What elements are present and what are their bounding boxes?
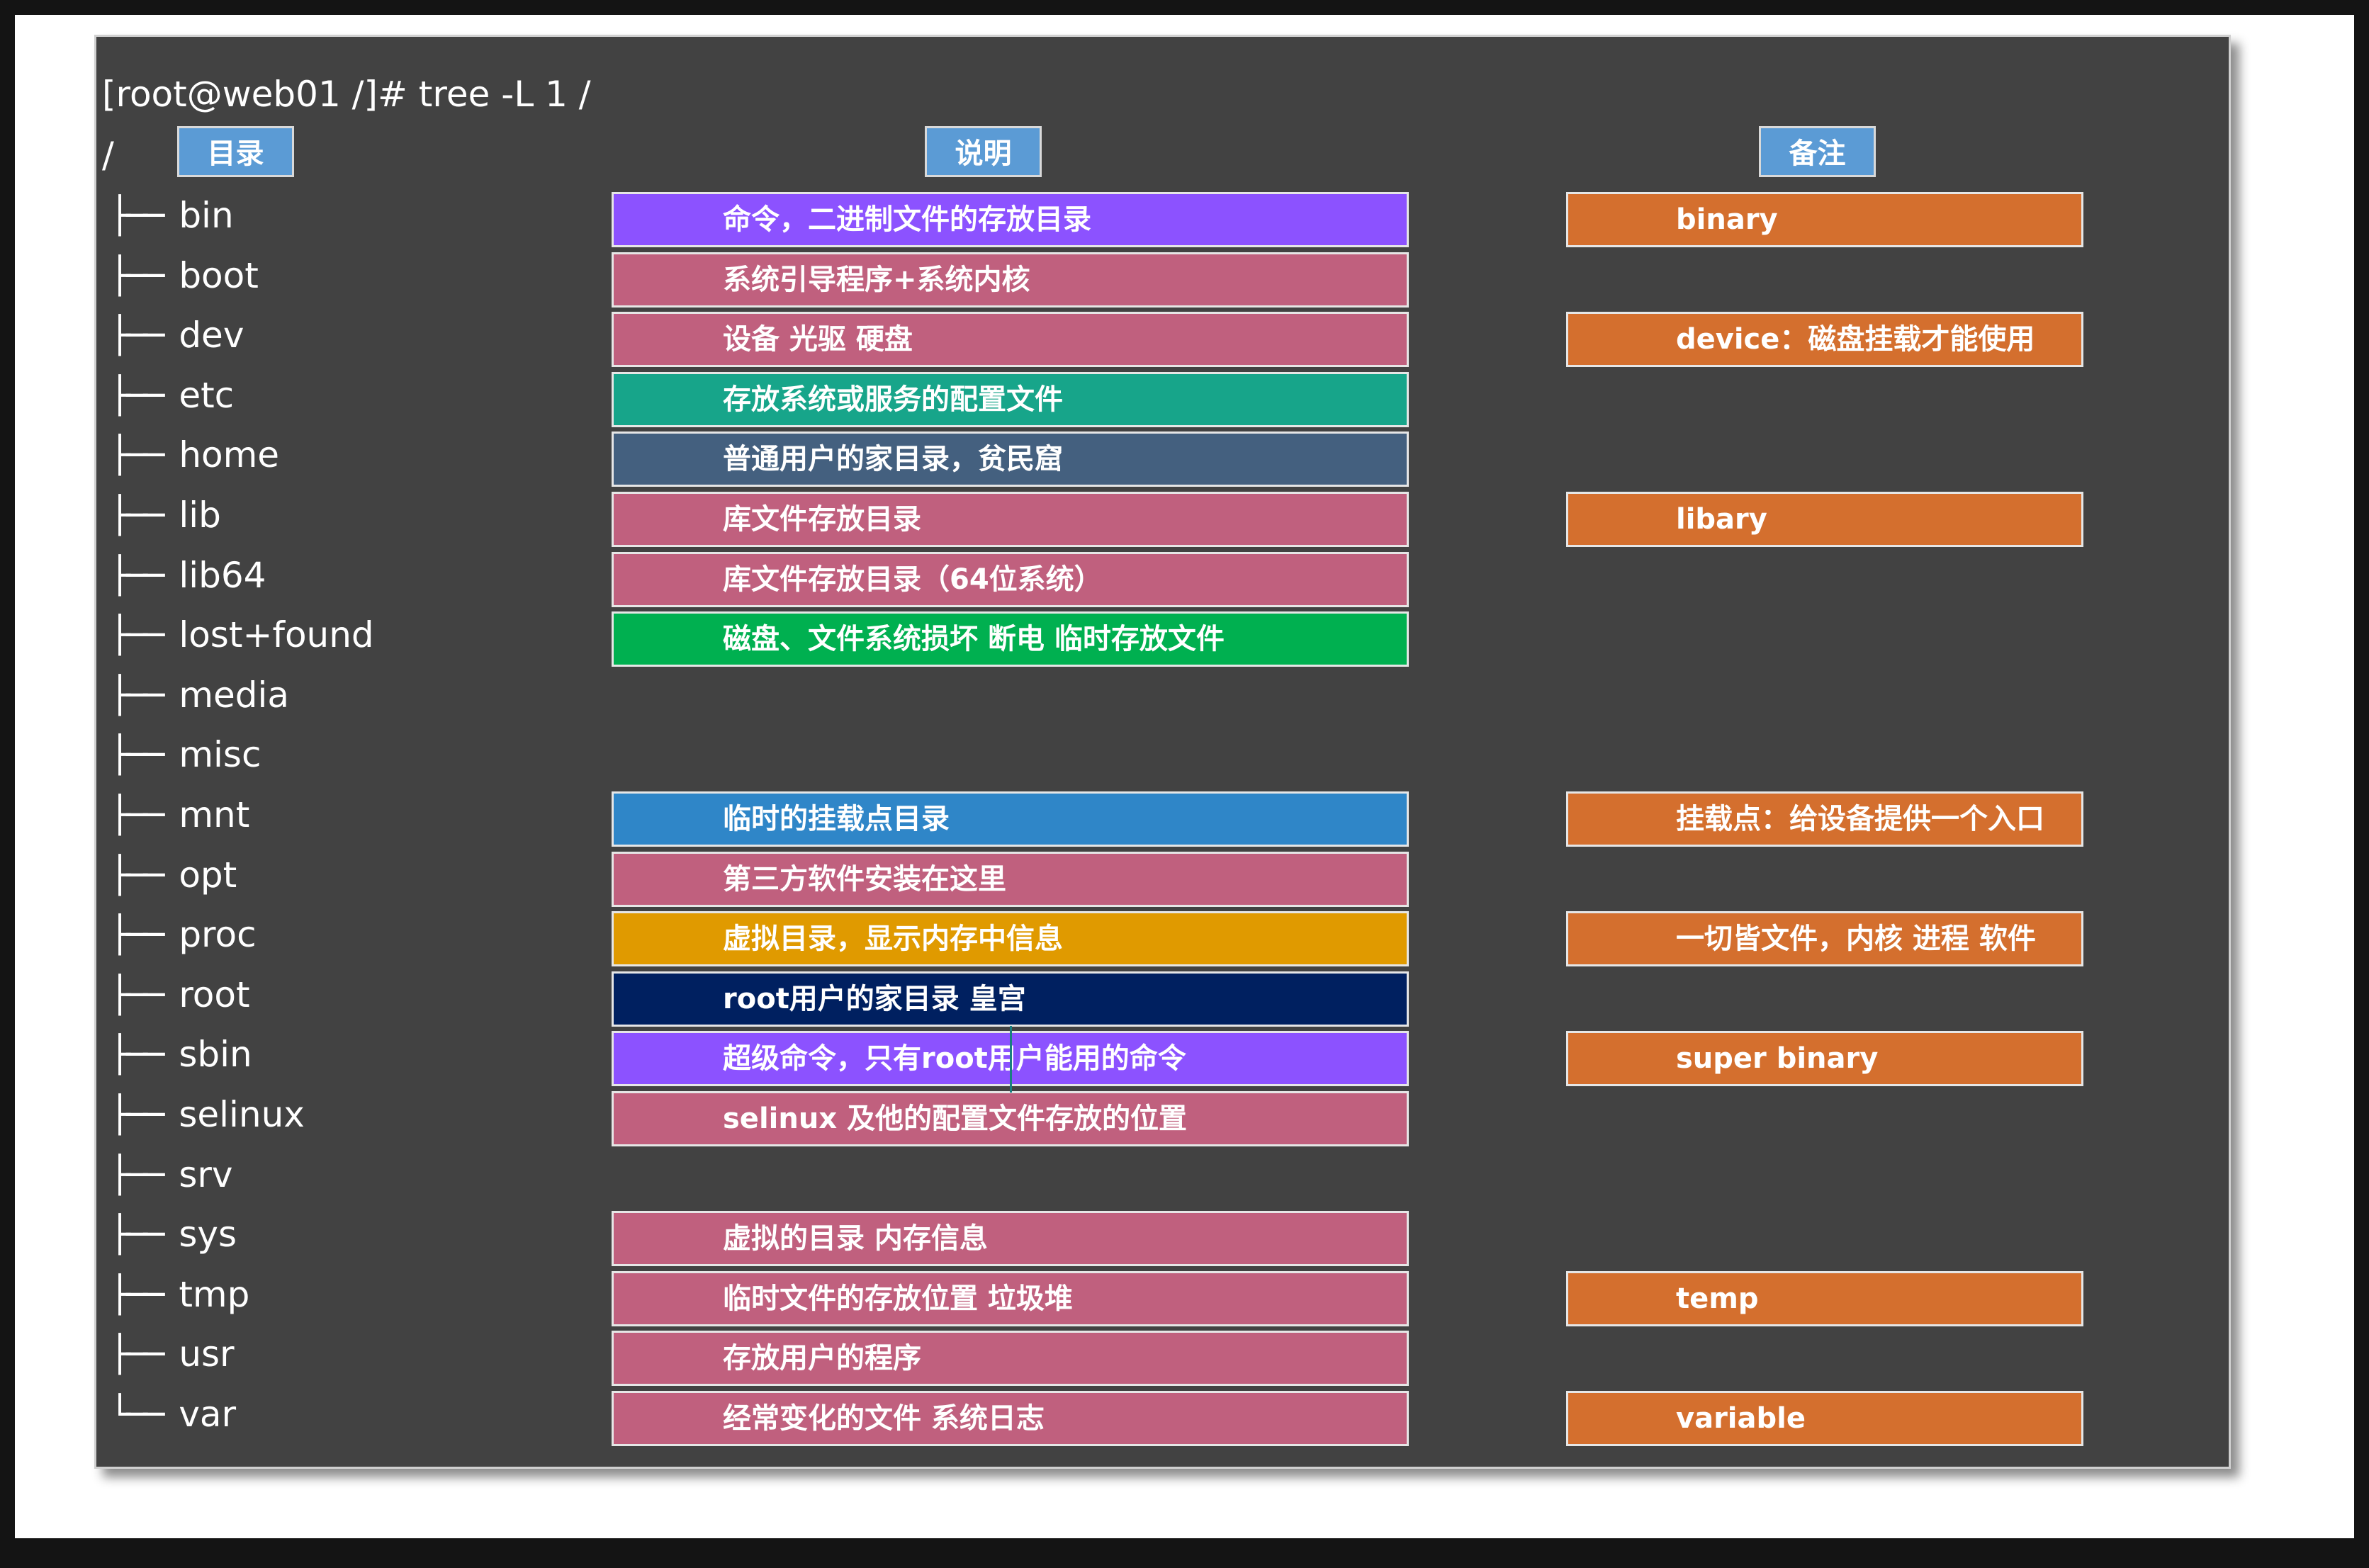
- tree-item-home: ├── home: [109, 425, 279, 485]
- tree-item-selinux: ├── selinux: [109, 1085, 305, 1144]
- tree-branch-glyph: ├──: [109, 1274, 164, 1315]
- tree-item-boot: ├── boot: [109, 246, 259, 305]
- dir-name: tmp: [179, 1274, 250, 1315]
- dir-name: lost+found: [179, 614, 374, 655]
- desc-box-mnt: 临时的挂载点目录: [612, 791, 1409, 847]
- desc-box-bin: 命令，二进制文件的存放目录: [612, 192, 1409, 247]
- desc-box-tmp: 临时文件的存放位置 垃圾堆: [612, 1271, 1409, 1326]
- tree-item-lostfound: ├── lost+found: [109, 605, 374, 665]
- tree-item-root: ├── root: [109, 965, 250, 1025]
- tree-item-lib64: ├── lib64: [109, 546, 266, 605]
- desc-box-root: root用户的家目录 皇宫: [612, 971, 1409, 1027]
- tree-item-sbin: ├── sbin: [109, 1025, 252, 1084]
- tree-root: /: [102, 135, 114, 176]
- dir-name: proc: [179, 914, 257, 955]
- note-box-dev: device：磁盘挂载才能使用: [1566, 312, 2083, 367]
- tree-branch-glyph: ├──: [109, 734, 164, 775]
- tree-branch-glyph: ├──: [109, 1094, 164, 1135]
- tree-item-opt: ├── opt: [109, 845, 237, 905]
- tree-item-media: ├── media: [109, 665, 289, 725]
- tree-branch-glyph: └──: [109, 1394, 164, 1435]
- tree-branch-glyph: ├──: [109, 195, 164, 236]
- tree-branch-glyph: ├──: [109, 315, 164, 356]
- note-box-tmp: temp: [1566, 1271, 2083, 1326]
- tree-branch-glyph: ├──: [109, 614, 164, 655]
- dir-name: lib64: [179, 555, 266, 596]
- tree-item-proc: ├── proc: [109, 905, 257, 964]
- desc-box-boot: 系统引导程序+系统内核: [612, 252, 1409, 308]
- tree-command: [root@web01 /]# tree -L 1 /: [102, 74, 591, 115]
- desc-box-lostfound: 磁盘、文件系统损坏 断电 临时存放文件: [612, 611, 1409, 667]
- tree-branch-glyph: ├──: [109, 495, 164, 536]
- tree-branch-glyph: ├──: [109, 1333, 164, 1375]
- tree-item-mnt: ├── mnt: [109, 785, 249, 845]
- tree-branch-glyph: ├──: [109, 914, 164, 955]
- header-dir: 目录: [177, 126, 294, 177]
- desc-box-opt: 第三方软件安装在这里: [612, 852, 1409, 907]
- note-box-sbin: super binary: [1566, 1031, 2083, 1086]
- dir-name: home: [179, 434, 280, 475]
- dir-name: root: [179, 974, 250, 1015]
- tree-branch-glyph: ├──: [109, 794, 164, 835]
- tree-branch-glyph: ├──: [109, 1154, 164, 1195]
- tree-branch-glyph: ├──: [109, 434, 164, 475]
- dir-name: opt: [179, 854, 237, 896]
- header-desc: 说明: [925, 126, 1042, 177]
- dir-name: mnt: [179, 794, 250, 835]
- note-box-bin: binary: [1566, 192, 2083, 247]
- desc-box-proc: 虚拟目录，显示内存中信息: [612, 911, 1409, 966]
- dir-name: selinux: [179, 1094, 305, 1135]
- tree-item-var: └── var: [109, 1384, 236, 1444]
- tree-item-usr: ├── usr: [109, 1324, 235, 1384]
- desc-box-home: 普通用户的家目录，贫民窟: [612, 432, 1409, 487]
- dir-name: dev: [179, 315, 244, 356]
- desc-box-lib64: 库文件存放目录（64位系统）: [612, 552, 1409, 607]
- dir-name: boot: [179, 255, 259, 296]
- tree-item-tmp: ├── tmp: [109, 1265, 249, 1324]
- dir-name: srv: [179, 1154, 233, 1195]
- note-box-proc: 一切皆文件，内核 进程 软件: [1566, 911, 2083, 966]
- tree-item-etc: ├── etc: [109, 366, 234, 425]
- tree-branch-glyph: ├──: [109, 555, 164, 596]
- tree-item-misc: ├── misc: [109, 725, 261, 784]
- dir-name: var: [179, 1394, 237, 1435]
- tree-item-sys: ├── sys: [109, 1205, 237, 1264]
- dir-name: lib: [179, 495, 221, 536]
- tree-branch-glyph: ├──: [109, 974, 164, 1015]
- dir-name: sbin: [179, 1034, 252, 1075]
- tree-item-lib: ├── lib: [109, 485, 221, 545]
- dir-name: usr: [179, 1333, 235, 1375]
- desc-box-sys: 虚拟的目录 内存信息: [612, 1211, 1409, 1266]
- tree-item-dev: ├── dev: [109, 305, 244, 365]
- tree-branch-glyph: ├──: [109, 1214, 164, 1255]
- desc-box-dev: 设备 光驱 硬盘: [612, 312, 1409, 367]
- tree-branch-glyph: ├──: [109, 255, 164, 296]
- tree-branch-glyph: ├──: [109, 1034, 164, 1075]
- header-note: 备注: [1759, 126, 1876, 177]
- tree-item-bin: ├── bin: [109, 186, 234, 245]
- note-box-var: variable: [1566, 1391, 2083, 1446]
- text-cursor-mark: [1010, 1026, 1012, 1093]
- note-box-lib: libary: [1566, 492, 2083, 547]
- tree-item-srv: ├── srv: [109, 1145, 233, 1205]
- tree-branch-glyph: ├──: [109, 854, 164, 896]
- note-box-mnt: 挂载点：给设备提供一个入口: [1566, 791, 2083, 847]
- desc-box-lib: 库文件存放目录: [612, 492, 1409, 547]
- tree-branch-glyph: ├──: [109, 675, 164, 716]
- dir-name: bin: [179, 195, 234, 236]
- tree-branch-glyph: ├──: [109, 375, 164, 416]
- dir-name: etc: [179, 375, 235, 416]
- dir-name: misc: [179, 734, 261, 775]
- desc-box-var: 经常变化的文件 系统日志: [612, 1391, 1409, 1446]
- desc-box-selinux: selinux 及他的配置文件存放的位置: [612, 1091, 1409, 1146]
- dir-name: media: [179, 675, 290, 716]
- desc-box-usr: 存放用户的程序: [612, 1331, 1409, 1386]
- dir-name: sys: [179, 1214, 237, 1255]
- desc-box-etc: 存放系统或服务的配置文件: [612, 372, 1409, 427]
